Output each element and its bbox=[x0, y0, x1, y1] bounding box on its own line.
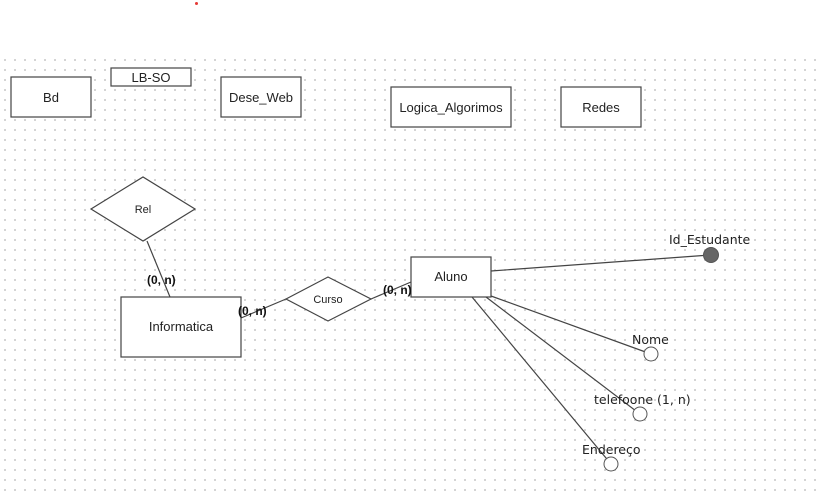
relationship-curso[interactable]: Curso bbox=[284, 276, 373, 322]
attribute-telefoone-label: telefoone (1, n) bbox=[594, 392, 691, 407]
connector-aluno-id bbox=[490, 254, 711, 272]
connector-rel-informatica bbox=[146, 240, 171, 298]
box-dese-web-label: Dese_Web bbox=[229, 90, 293, 105]
cardinality-rel-informatica: (0, n) bbox=[147, 273, 176, 287]
attribute-id-estudante[interactable]: Id_Estudante bbox=[669, 232, 751, 263]
attribute-nome-label: Nome bbox=[632, 332, 669, 347]
box-dese-web[interactable]: Dese_Web bbox=[220, 76, 302, 118]
attribute-endereco[interactable]: Endereço bbox=[582, 442, 641, 472]
box-bd-label: Bd bbox=[43, 90, 59, 105]
attribute-id-estudante-label: Id_Estudante bbox=[669, 232, 751, 247]
box-lb-so-label: LB-SO bbox=[131, 70, 170, 85]
cardinality-curso-aluno: (0, n) bbox=[383, 283, 412, 297]
relationship-rel-label: Rel bbox=[135, 204, 152, 216]
diagram-canvas[interactable] bbox=[0, 55, 819, 496]
box-redes[interactable]: Redes bbox=[560, 86, 642, 128]
connector-aluno-telefoone bbox=[485, 296, 641, 415]
attribute-endereco-label: Endereço bbox=[582, 442, 641, 457]
cardinality-informatica-curso: (0, n) bbox=[238, 304, 267, 318]
entity-aluno-label: Aluno bbox=[434, 269, 467, 284]
attribute-nome[interactable]: Nome bbox=[632, 332, 669, 362]
entity-aluno[interactable]: Aluno bbox=[410, 256, 492, 298]
connector-curso-aluno bbox=[370, 281, 412, 300]
red-dot-marker bbox=[195, 2, 198, 5]
box-bd[interactable]: Bd bbox=[10, 76, 92, 118]
entity-informatica[interactable]: Informatica bbox=[120, 296, 242, 358]
connector-aluno-nome bbox=[490, 295, 652, 355]
box-redes-label: Redes bbox=[582, 100, 620, 115]
relationship-curso-label: Curso bbox=[313, 294, 342, 306]
relationship-rel[interactable]: Rel bbox=[89, 176, 197, 242]
attribute-telefoone[interactable]: telefoone (1, n) bbox=[594, 392, 691, 422]
connector-informatica-curso bbox=[240, 298, 287, 319]
connectors bbox=[146, 240, 711, 465]
box-logica-algorimos[interactable]: Logica_Algorimos bbox=[390, 86, 512, 128]
box-logica-label: Logica_Algorimos bbox=[399, 100, 503, 115]
entity-informatica-label: Informatica bbox=[149, 319, 214, 334]
box-lb-so[interactable]: LB-SO bbox=[110, 67, 192, 87]
connector-aluno-endereco bbox=[471, 296, 612, 465]
